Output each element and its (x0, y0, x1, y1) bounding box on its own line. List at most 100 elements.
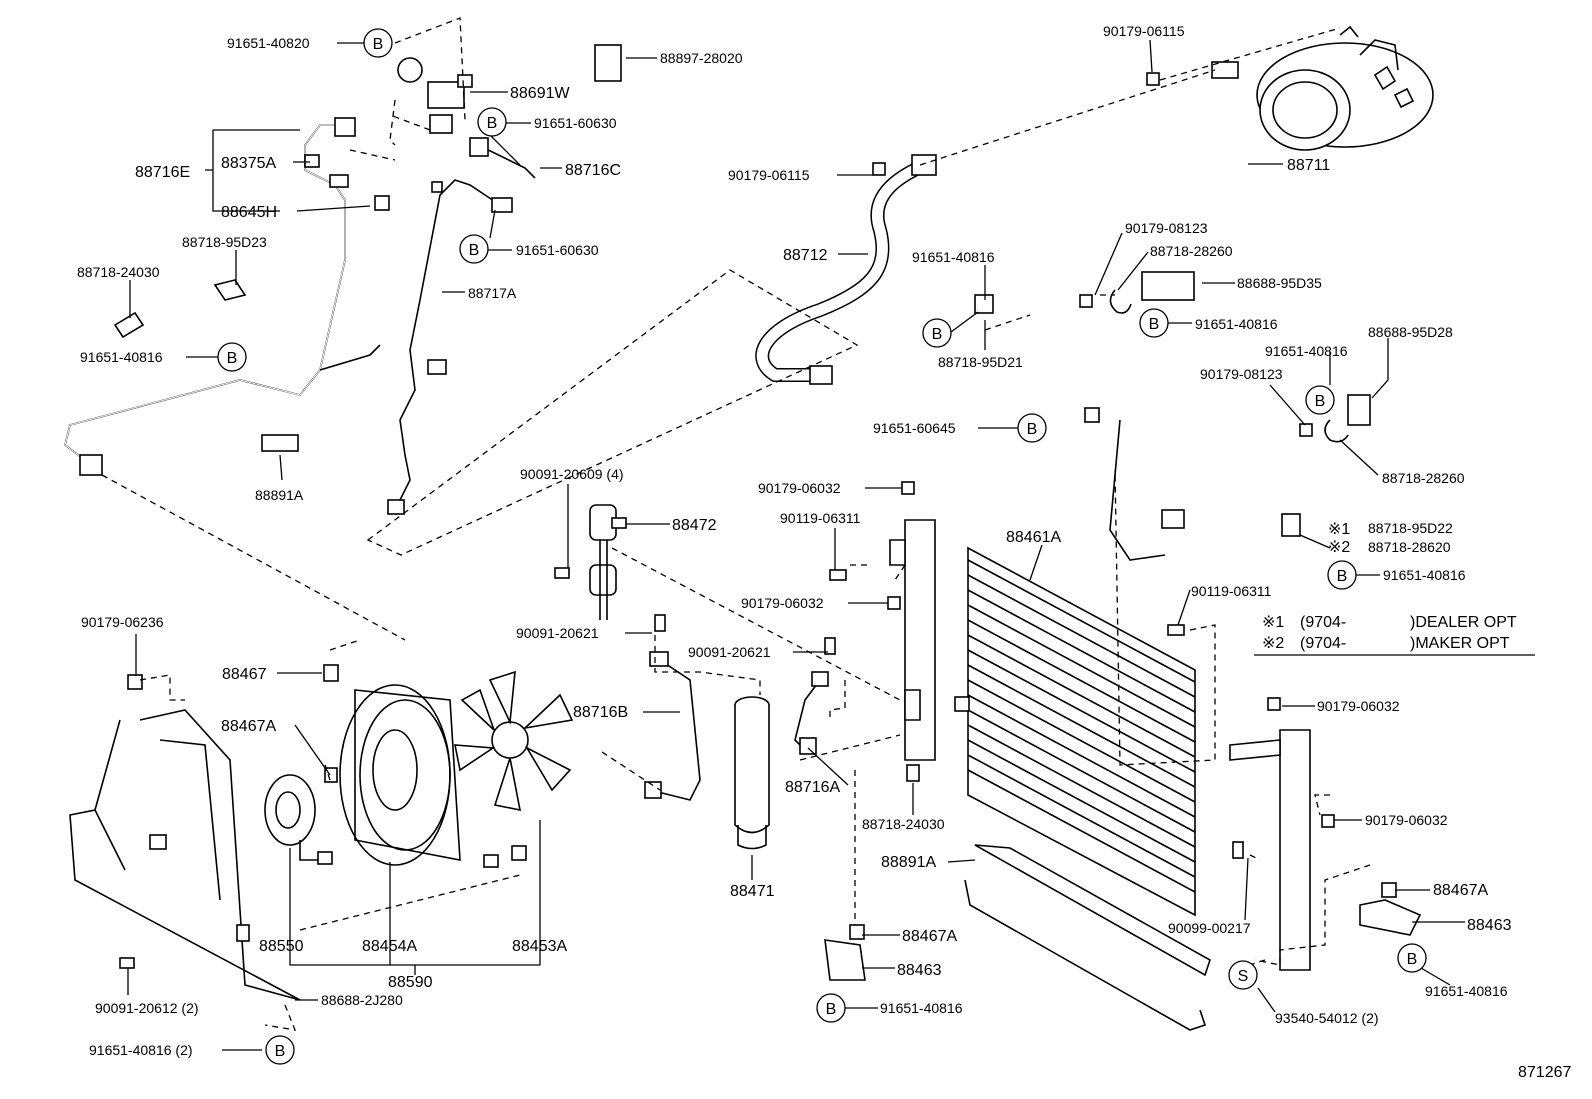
part-label: 90091-20621 (516, 625, 599, 641)
clamp-88718-95d23-drawing (213, 279, 247, 301)
bracket-88897-drawing (594, 44, 622, 82)
callout-markers: B B B B B B B B B B B B S (217, 28, 1427, 1065)
fitting-drawing (811, 671, 829, 687)
dashed-guides (101, 17, 1371, 1031)
part-label: 90119-06311 (1191, 583, 1272, 599)
b-marker: B (1017, 413, 1047, 443)
fan-frame-drawing (69, 709, 301, 1001)
part-label: 88467A (221, 718, 276, 735)
svg-text:B: B (826, 1001, 837, 1018)
part-label: 88467 (222, 666, 267, 683)
part-label: 88461A (1006, 529, 1061, 546)
b-marker: B (217, 342, 247, 372)
part-label: 90179-06032 (758, 480, 841, 496)
b-marker: B (265, 1035, 295, 1065)
note-1-code: (9704- (1300, 614, 1346, 631)
tube-88716c-drawing (477, 144, 536, 179)
part-label: 90179-06032 (1317, 698, 1400, 714)
part-label: 88471 (730, 883, 775, 900)
fitting-drawing (644, 781, 662, 799)
svg-text:S: S (1238, 968, 1249, 985)
part-label: 91651-60630 (534, 115, 617, 131)
part-label: 91651-60630 (516, 242, 599, 258)
part-label: 91651-40816 (880, 1000, 963, 1016)
part-label: 88472 (672, 517, 717, 534)
fitting-drawing (649, 651, 669, 667)
part-label: 88550 (259, 938, 304, 955)
fitting-drawing (469, 137, 489, 157)
svg-text:B: B (1149, 316, 1160, 333)
part-label: 90179-06115 (728, 167, 810, 183)
part-label: 91651-60645 (873, 420, 956, 436)
part-label: 88375A (221, 155, 276, 172)
fitting-drawing (799, 737, 817, 755)
svg-text:B: B (1027, 421, 1038, 438)
part-label: 88891A (255, 487, 304, 503)
svg-text:B: B (1337, 568, 1348, 585)
part-label: 88463 (1467, 917, 1512, 934)
leader-lines (127, 39, 1465, 1051)
part-label: 88718-24030 (77, 264, 160, 280)
part-label: 90179-06236 (81, 614, 164, 630)
part-label: 88711 (1287, 157, 1330, 174)
part-label: 88891A (881, 854, 936, 871)
svg-text:B: B (932, 326, 943, 343)
part-label: 91651-40816 (1425, 983, 1508, 999)
pipe-88717a-drawing (387, 179, 513, 515)
part-label: 91651-40816 (80, 349, 163, 365)
part-label: 90091-20612 (2) (95, 1000, 199, 1016)
seal-upper-drawing (974, 844, 1211, 977)
condenser-drawing (967, 546, 1196, 917)
pad-88891a-drawing (261, 434, 299, 452)
diagram-id: 871267 (1518, 1064, 1571, 1081)
note-2-code: (9704- (1300, 635, 1346, 652)
part-label: 90179-06032 (1365, 812, 1448, 828)
part-label: 88688-2J280 (321, 992, 403, 1008)
b-marker: B (459, 234, 489, 264)
pipe-88716e-drawing (64, 117, 390, 476)
part-label: 91651-40816 (1383, 567, 1466, 583)
part-label: 88718-95D22 (1368, 520, 1453, 536)
compressor-drawing (1256, 25, 1434, 151)
tube-88716b-drawing (649, 659, 701, 801)
part-label: 91651-40816 (1265, 343, 1348, 359)
part-label: 88467A (902, 928, 957, 945)
part-label: 88590 (388, 974, 433, 991)
note-1-text: )DEALER OPT (1410, 614, 1517, 631)
part-label: 88688-95D35 (1237, 275, 1322, 291)
small-parts-drawing (119, 72, 1422, 981)
part-label: 91651-40816 (2) (89, 1042, 193, 1058)
part-label: 88645H (221, 204, 277, 221)
part-label: 91651-40816 (1195, 316, 1278, 332)
part-label: 88716A (785, 779, 840, 796)
condenser-right-bracket-drawing (1229, 729, 1311, 971)
note-2-text: )MAKER OPT (1410, 635, 1510, 652)
discharge-hose-drawing (1032, 61, 1283, 561)
part-label: 90179-08123 (1200, 366, 1283, 382)
part-labels: 91651-40820 88897-28020 88691W 91651-606… (77, 23, 1512, 1058)
svg-text:B: B (373, 36, 384, 53)
seal-lower-drawing (964, 879, 1207, 1031)
part-label: 88897-28020 (660, 50, 743, 66)
part-label: 88467A (1433, 882, 1488, 899)
b-marker: B (477, 107, 507, 137)
part-label: 90091-20609 (4) (520, 466, 624, 482)
b-marker: B (1397, 943, 1427, 973)
clamp-88718-24030-drawing (113, 311, 145, 339)
part-label: 90179-08123 (1125, 220, 1208, 236)
svg-text:B: B (469, 242, 480, 259)
part-label: 93540-54012 (2) (1275, 1010, 1379, 1026)
part-label: 90119-06311 (780, 510, 861, 526)
b-marker: B (922, 318, 952, 348)
part-label: ※2 (1328, 539, 1350, 556)
option-notes: ※1 (9704- )DEALER OPT ※2 (9704- )MAKER O… (1254, 614, 1535, 656)
svg-text:B: B (487, 115, 498, 132)
b-marker: B (363, 28, 393, 58)
part-label: 90179-06115 (1103, 23, 1185, 39)
part-label: 88453A (512, 938, 567, 955)
fan-blade-drawing (454, 670, 574, 812)
part-label: 90179-06032 (741, 595, 824, 611)
part-label: 88688-95D28 (1368, 324, 1453, 340)
part-label: 88718-28260 (1150, 243, 1233, 259)
